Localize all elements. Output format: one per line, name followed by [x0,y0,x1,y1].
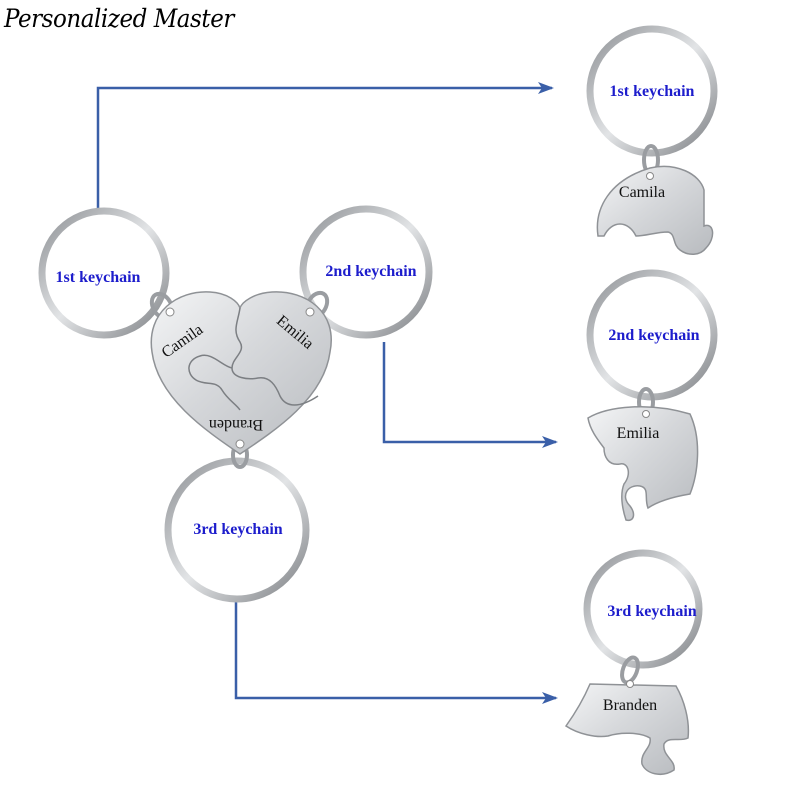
combined-label-3rd: 3rd keychain [193,521,282,538]
ring-3rd-combined [164,457,310,603]
separate-keychain-2nd: 2nd keychain Emilia [586,269,718,522]
brand-watermark: Personalized Master [4,4,234,33]
separate-name-1st: Camila [619,184,665,201]
arrow-2nd [382,342,558,448]
separate-keychain-1st: 1st keychain Camila [586,25,718,255]
separate-label-2nd: 2nd keychain [608,327,699,344]
puzzle-piece-2nd [587,406,699,522]
ring-3rd-separate [583,549,703,669]
combined-heart-set: Camila Emilia Branden 1st keychain 2nd k… [38,205,433,603]
ring-1st-separate [586,25,718,157]
combined-label-2nd: 2nd keychain [325,263,416,280]
separate-label-1st: 1st keychain [610,83,695,100]
heart-name-3: Branden [209,416,263,433]
arrows [96,82,558,704]
puzzle-piece-3rd [564,683,690,776]
arrow-3rd [234,600,558,704]
puzzle-piece-1st [596,165,714,255]
ring-1st-combined [38,207,170,339]
separate-keychain-3rd: 3rd keychain Branden [564,549,703,776]
arrow-1st [96,82,554,210]
separate-name-3rd: Branden [603,697,657,714]
ring-2nd-combined [299,205,433,339]
combined-label-1st: 1st keychain [56,269,141,286]
separate-name-2nd: Emilia [617,425,660,442]
heart-puzzle-cuts [188,307,319,411]
separate-label-3rd: 3rd keychain [607,603,696,620]
